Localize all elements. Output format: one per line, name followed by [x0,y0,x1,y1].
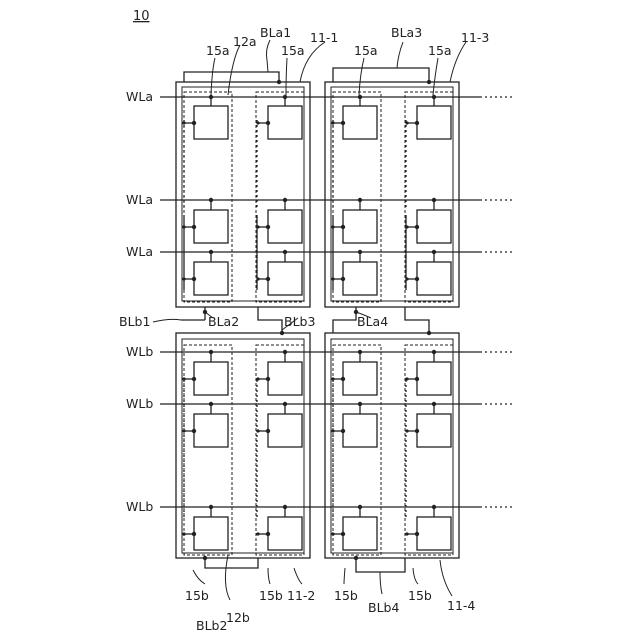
memory-cell [331,505,377,550]
memory-cell [405,505,451,550]
memory-cell [182,250,228,295]
cell-label-15a: 15a [428,43,452,58]
column-label-12a: 12a [233,34,257,49]
memory-cell [182,505,228,550]
memory-cell [256,402,302,447]
memory-cell [182,402,228,447]
column-group [405,345,453,555]
bit-line-label-bla1: BLa1 [260,25,291,40]
bit-line-label-blb4: BLb4 [368,600,399,615]
column-group [256,345,304,555]
memory-cell [331,402,377,447]
memory-cell [182,198,228,243]
bit-line-label-bla3: BLa3 [391,25,422,40]
middle-labels: BLb1 BLa2 BLb3 BLa4 [119,314,388,329]
memory-cell [331,350,377,395]
memory-cell [405,95,451,139]
block-11-1-inner [182,87,304,301]
memory-cell [405,350,451,395]
block-11-1 [176,82,310,307]
figure-number: 10 [133,9,150,24]
memory-cell [256,505,302,550]
word-line-label: WLb [126,344,153,359]
block-11-3 [325,82,459,307]
bit-line-label-blb3: BLb3 [284,314,315,329]
block-11-2 [176,333,310,558]
memory-cell [182,95,228,139]
cell-label-15b: 15b [259,588,283,603]
block-11-3-inner [331,87,453,301]
bottom-labels: 15b 15b 11-2 15b 15b 11-4 BLb4 12b BLb2 [185,588,475,633]
block-label-11-2: 11-2 [287,588,315,603]
word-line-label: WLa [126,244,153,259]
memory-cell [182,350,228,395]
cell-label-15a: 15a [281,43,305,58]
memory-cell [331,250,377,295]
memory-cell [256,350,302,395]
memory-cell [405,402,451,447]
top-labels: BLa1 BLa3 12a 11-1 11-3 15a 15a 15a 15a [206,25,489,58]
block-11-2-inner [182,339,304,553]
memory-cell [331,95,377,139]
word-line-label: WLb [126,396,153,411]
word-line-label: WLb [126,499,153,514]
cell-label-15a: 15a [206,43,230,58]
memory-cell [405,250,451,295]
cell-label-15a: 15a [354,43,378,58]
cell-label-15b: 15b [185,588,209,603]
block-label-11-4: 11-4 [447,598,475,613]
memory-cell [405,198,451,243]
column-group [333,345,381,555]
word-line-label: WLa [126,89,153,104]
word-line-label: WLa [126,192,153,207]
word-line-labels: WLa WLa WLa WLb WLb WLb [126,89,153,514]
block-11-4-inner [331,339,453,553]
memory-cell [256,198,302,243]
column-group [184,345,232,555]
memory-cell [256,95,302,139]
bit-line-label-blb2: BLb2 [196,618,227,633]
block-11-4 [325,333,459,558]
column-label-12b: 12b [226,610,250,625]
bit-line-label-blb1: BLb1 [119,314,150,329]
block-label-11-3: 11-3 [461,30,489,45]
memory-cell [256,250,302,295]
cell-label-15b: 15b [408,588,432,603]
bit-line-label-bla2: BLa2 [208,314,239,329]
block-label-11-1: 11-1 [310,30,338,45]
memory-cell [331,198,377,243]
cell-label-15b: 15b [334,588,358,603]
bit-line-label-bla4: BLa4 [357,314,388,329]
